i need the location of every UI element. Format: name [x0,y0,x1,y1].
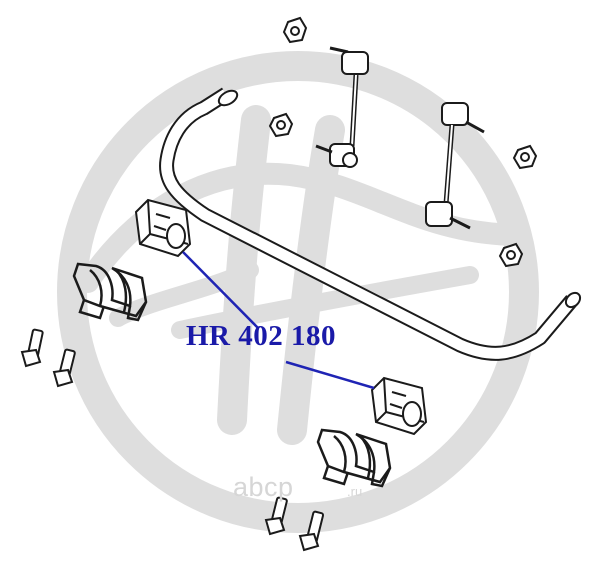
stabilizer-link-right [425,102,485,230]
watermark-logo [57,51,539,533]
nut-icons [268,16,538,268]
bushing-right [370,376,428,436]
bolt-icons [20,328,325,552]
leader-line-left [182,251,259,329]
watermark-abcp-tld: .ru [347,484,363,499]
part-number-label: HR 402 180 [186,320,336,352]
watermark-abcp-text: abcp [233,472,294,502]
bracket-right [316,428,392,488]
bushing-left [134,198,192,258]
stabilizer-bar [159,87,582,361]
bracket-left [72,262,148,322]
leader-line-right [285,360,375,390]
leader-lines [182,251,375,390]
stabilizer-link-left [315,46,369,168]
